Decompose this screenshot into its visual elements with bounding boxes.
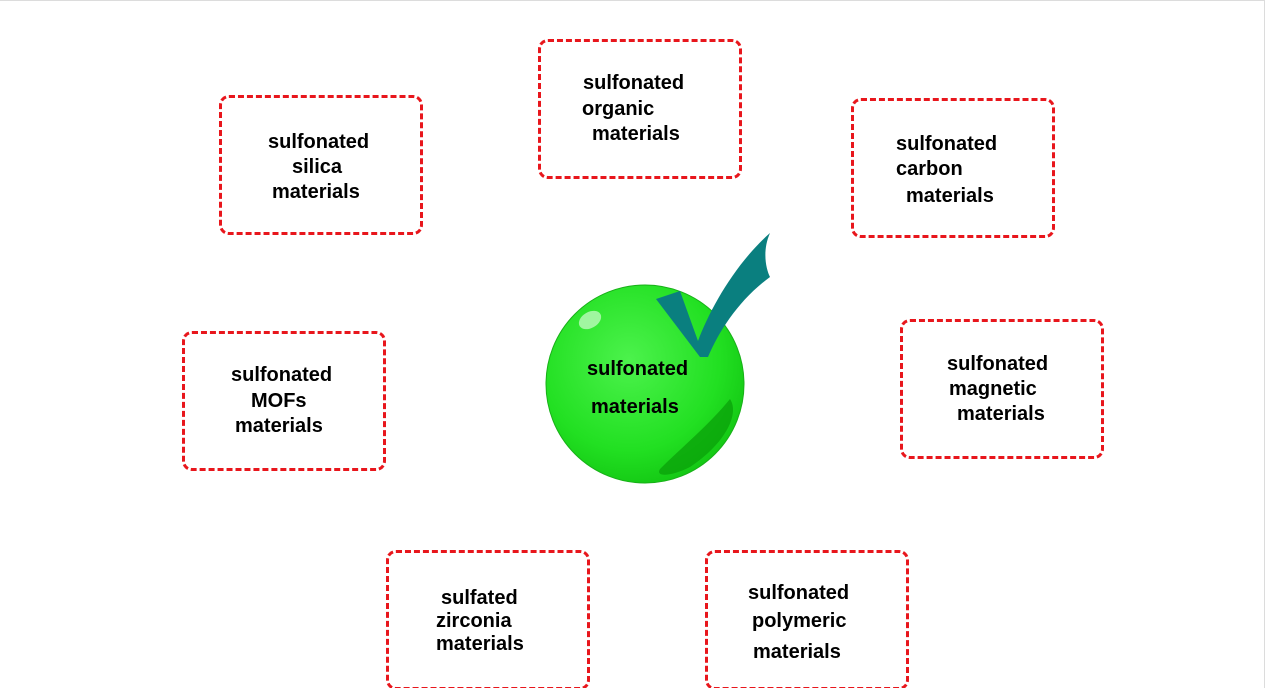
box-organic-materials: [538, 39, 742, 179]
box-carbon-materials: [851, 98, 1055, 238]
box-mofs-line-1: sulfonated: [231, 364, 333, 386]
box-magnetic-materials: [900, 319, 1104, 459]
sphere-highlight: [578, 310, 602, 330]
box-silica-line-2: silica: [292, 156, 343, 178]
center-label-line-1: sulfonated: [587, 358, 689, 380]
box-silica-line-3: materials: [272, 181, 360, 203]
box-polymeric-line-1: sulfonated: [748, 582, 850, 604]
box-magnetic-line-2: magnetic: [949, 378, 1037, 400]
sphere-shadow-crescent: [659, 399, 734, 475]
box-mofs-materials: [182, 331, 386, 471]
box-organic-line-3: materials: [592, 123, 680, 145]
box-organic-line-1: sulfonated: [583, 72, 685, 94]
box-zirconia-line-2: zirconia: [436, 610, 512, 632]
center-label-line-2: materials: [591, 396, 679, 418]
box-carbon-line-1: sulfonated: [896, 133, 998, 155]
box-magnetic-line-3: materials: [957, 403, 1045, 425]
box-carbon-line-2: carbon: [896, 158, 963, 180]
box-mofs-line-3: materials: [235, 415, 323, 437]
box-zirconia-materials: [386, 550, 590, 688]
box-carbon-line-3: materials: [906, 185, 994, 207]
box-magnetic-line-1: sulfonated: [947, 353, 1049, 375]
box-silica-materials: [219, 95, 423, 235]
checkmark-icon: [656, 233, 770, 357]
box-silica-line-1: sulfonated: [268, 131, 370, 153]
box-polymeric-line-2: polymeric: [752, 610, 847, 632]
box-zirconia-line-3: materials: [436, 633, 524, 655]
center-sphere-graphic: [545, 233, 770, 484]
box-mofs-line-2: MOFs: [251, 390, 307, 412]
box-organic-line-2: organic: [582, 98, 655, 120]
box-polymeric-materials: [705, 550, 909, 688]
box-polymeric-line-3: materials: [753, 641, 841, 663]
box-zirconia-line-1: sulfated: [441, 587, 518, 609]
